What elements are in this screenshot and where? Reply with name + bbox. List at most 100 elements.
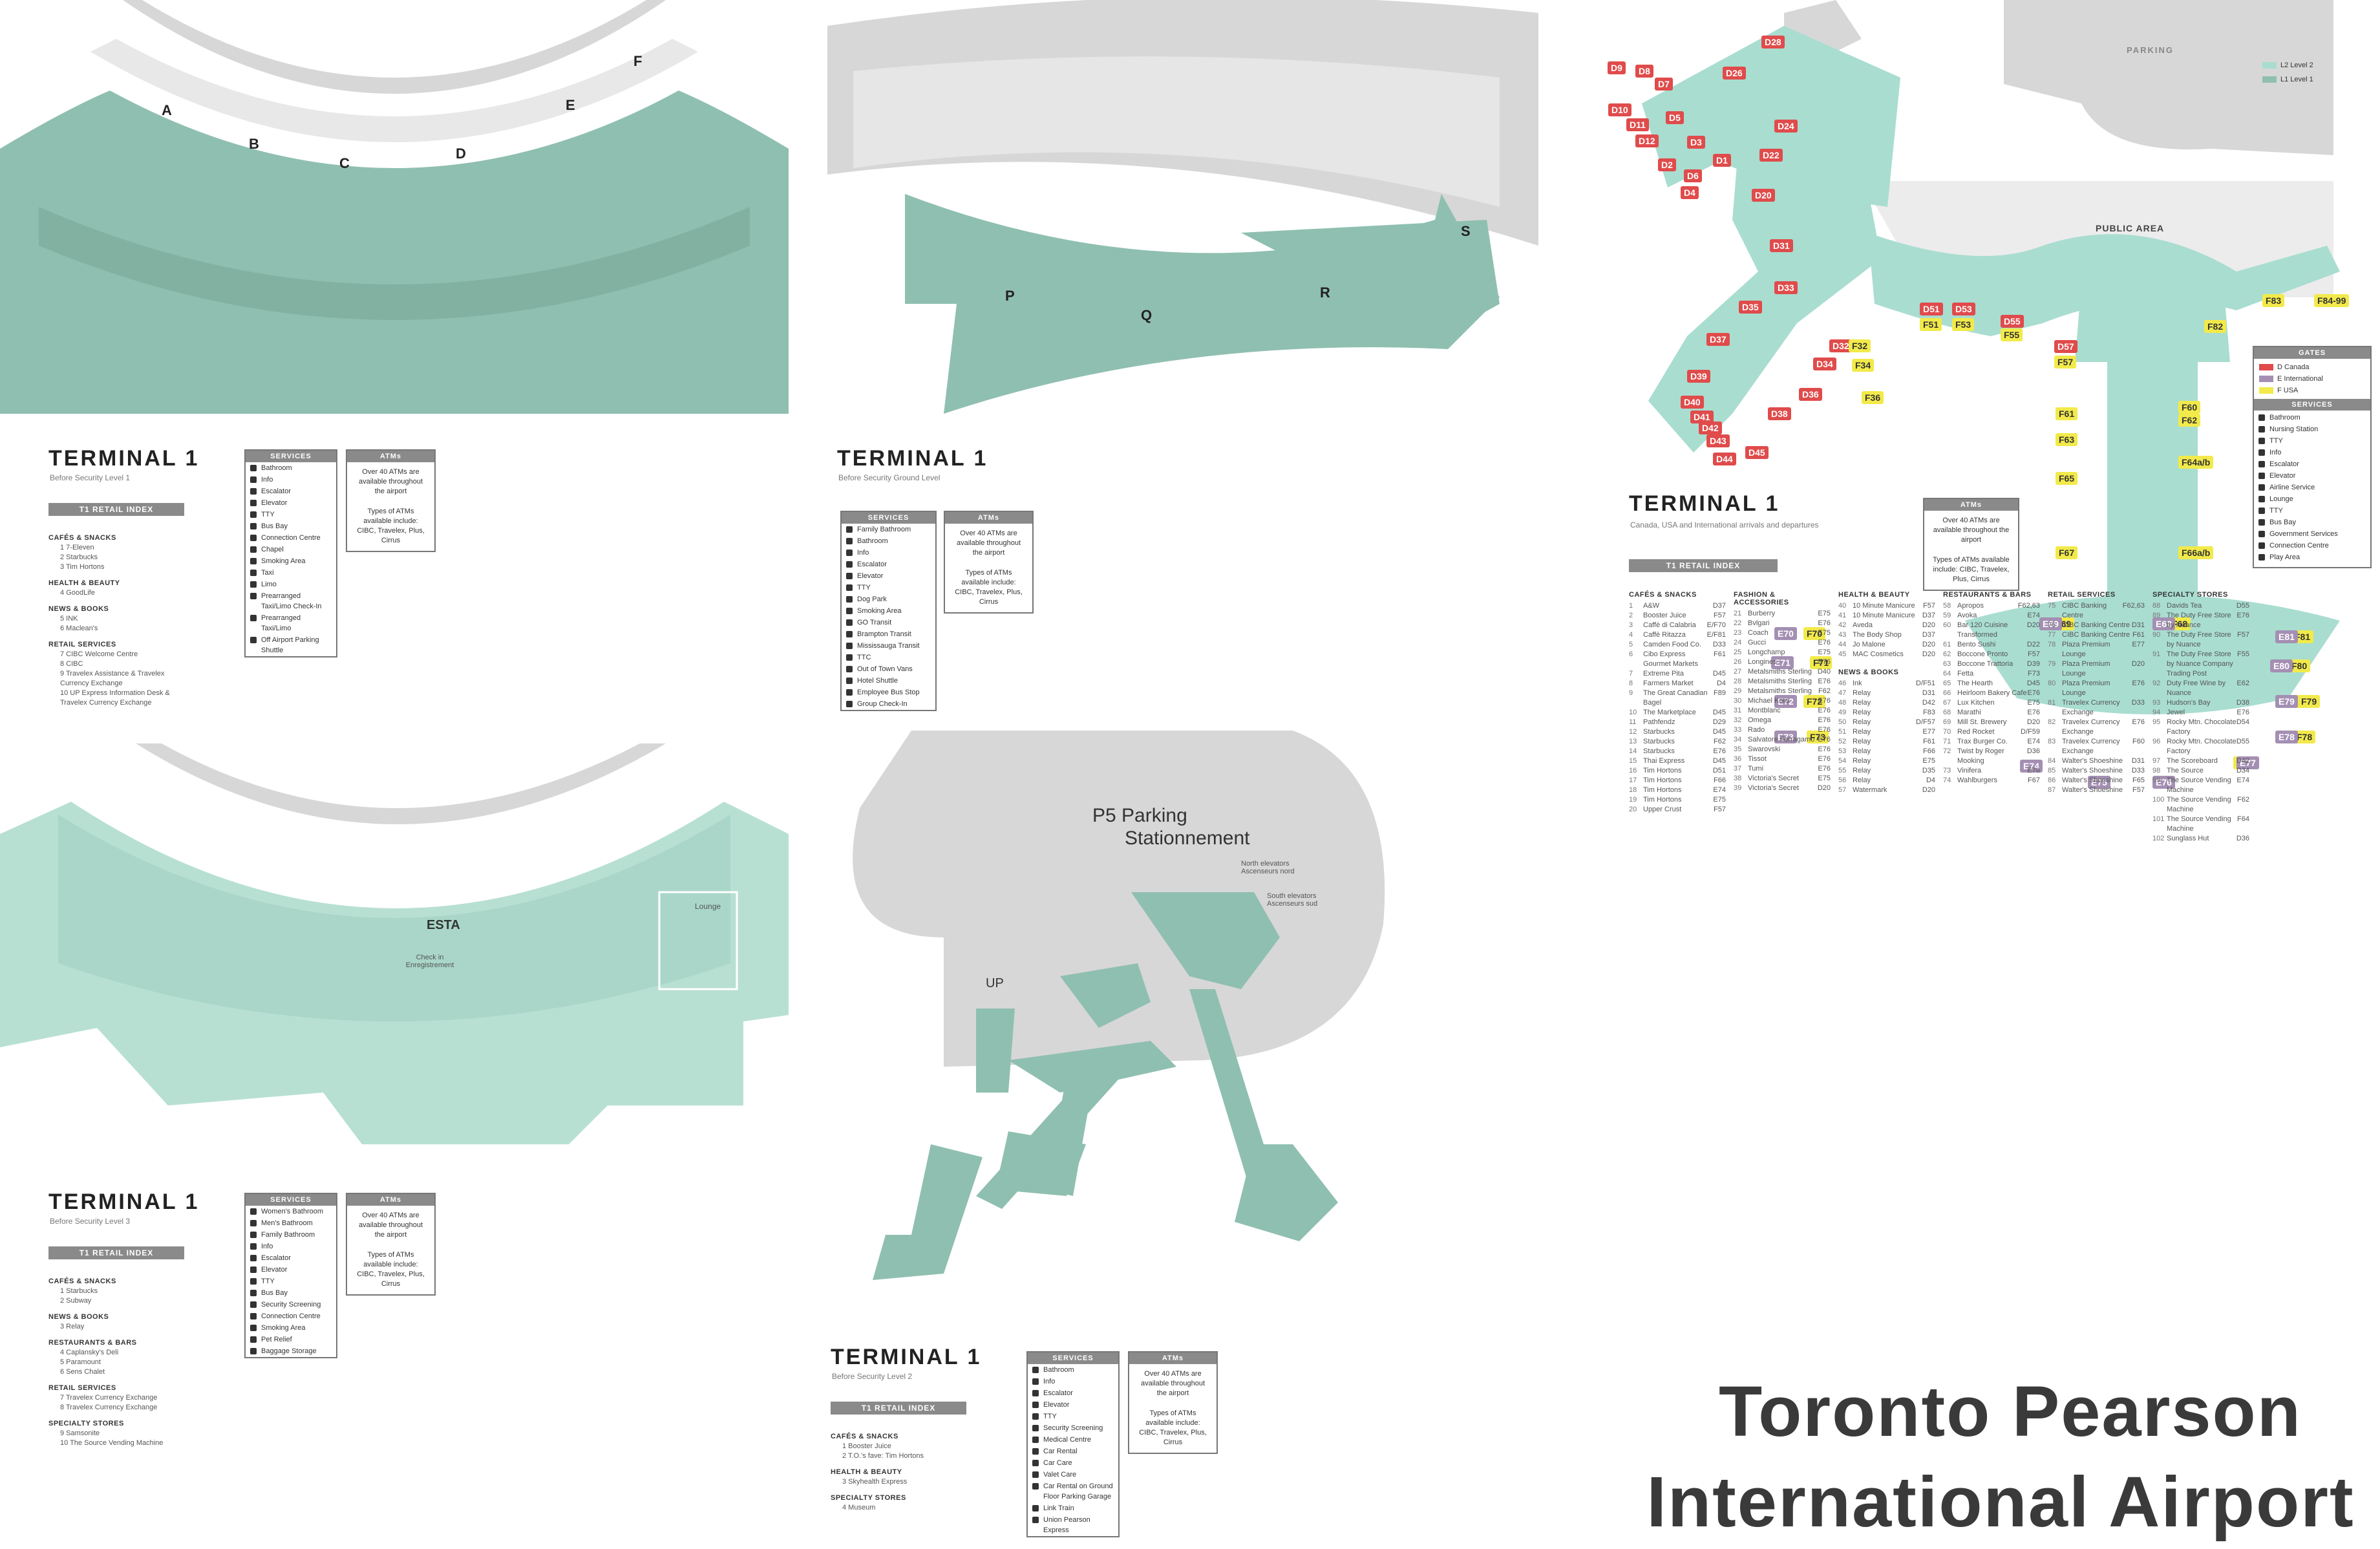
gate-label: D28 — [1761, 36, 1785, 48]
door-letter-r: R — [1320, 284, 1330, 301]
gate-label: D40 — [1681, 396, 1704, 409]
service-item: Security Screening — [1028, 1422, 1118, 1434]
parking-label-fr: Stationnement — [1125, 828, 1250, 849]
door-letter-d: D — [456, 145, 466, 162]
panel2-title: TERMINAL 1 — [837, 446, 988, 471]
index-item: 4 Museum — [842, 1504, 876, 1512]
gate-label: D11 — [1626, 118, 1649, 131]
service-item: Escalator — [1028, 1387, 1118, 1399]
service-item: Airline Service — [2254, 482, 2370, 493]
level3-map — [0, 743, 789, 1144]
gate-label: D6 — [1684, 169, 1702, 182]
service-item: Mississauga Transit — [842, 640, 935, 652]
atms-title: ATMs — [347, 1194, 434, 1206]
north-elevators-label: North elevators Ascenseurs nord — [1241, 860, 1295, 875]
panel-level2-before-security: P5 Parking Stationnement North elevators… — [789, 731, 1590, 1549]
atms-title: ATMs — [347, 451, 434, 462]
gate-label: D45 — [1745, 446, 1769, 459]
atms-types: Types of ATMs available include: CIBC, T… — [357, 507, 425, 544]
service-item: Out of Town Vans — [842, 663, 935, 675]
gate-label: D43 — [1706, 434, 1730, 447]
service-item: Bathroom — [842, 535, 935, 547]
gate-label: E68 — [2152, 617, 2175, 630]
service-item: Hotel Shuttle — [842, 675, 935, 687]
service-item: Women's Bathroom — [246, 1206, 336, 1217]
services-title: SERVICES — [246, 451, 336, 462]
retail-index-column: Retail Services75CIBC Banking CentreF62,… — [2048, 582, 2145, 844]
main-title-line1: Toronto Pearson — [1719, 1372, 2302, 1451]
service-item: Info — [246, 1241, 336, 1252]
index-item: 9 Travelex Assistance & Travelex Currenc… — [60, 670, 165, 687]
gate-label: F53 — [1952, 318, 1975, 331]
panel3-atms-box: ATMs Over 40 ATMs are available througho… — [346, 1193, 436, 1296]
service-item: Car Care — [1028, 1457, 1118, 1469]
gate-label: D24 — [1774, 120, 1798, 133]
lounge-label: Lounge — [695, 902, 721, 911]
panel2-services-box: SERVICES Family Bathroom Bathroom Info E… — [840, 511, 937, 711]
index-heading: Health & Beauty — [48, 579, 120, 587]
panel-level1-before-security: A B C D E F TERMINAL 1 Before Security L… — [0, 0, 789, 743]
gate-label: D1 — [1713, 154, 1731, 167]
index-heading: Cafés & Snacks — [48, 534, 116, 542]
service-item: Family Bathroom — [246, 1229, 336, 1241]
index-item: 3 Relay — [60, 1323, 85, 1330]
gate-label: F65 — [2056, 472, 2078, 485]
service-item: Elevator — [1028, 1399, 1118, 1411]
atms-types: Types of ATMs available include: CIBC, T… — [1933, 556, 2010, 583]
index-heading: Specialty Stores — [2152, 591, 2228, 599]
gate-label: F73 — [1807, 731, 1829, 743]
gate-label: E78 — [2275, 731, 2298, 743]
service-item: Bathroom — [246, 462, 336, 474]
gate-label: F55 — [2001, 328, 2023, 341]
index-item: 1 7-Eleven — [60, 544, 94, 551]
gate-label: F83 — [2262, 294, 2285, 307]
service-item: TTY — [842, 582, 935, 593]
gate-label: D33 — [1774, 281, 1798, 294]
service-item: TTY — [246, 1276, 336, 1287]
panel-gates-map: PUBLIC AREA PARKING L2 Level 2 L1 Level … — [1590, 0, 2380, 1549]
atms-types: Types of ATMs available include: CIBC, T… — [955, 569, 1023, 606]
service-item: TTC — [842, 652, 935, 663]
gate-label: E74 — [2020, 760, 2043, 773]
gate-label: F60 — [2178, 401, 2201, 414]
service-item: Smoking Area — [246, 555, 336, 567]
service-item: Connection Centre — [2254, 540, 2370, 551]
service-item: Baggage Storage — [246, 1345, 336, 1357]
panel3-index-title: T1 RETAIL INDEX — [48, 1246, 184, 1259]
index-heading: News & Books — [1838, 668, 1899, 676]
atms-text: Over 40 ATMs are available throughout th… — [358, 468, 423, 495]
door-letter-p: P — [1005, 288, 1015, 304]
gate-label: E76 — [2152, 776, 2175, 789]
gate-label: D26 — [1723, 67, 1746, 80]
gate-label: F84-99 — [2314, 294, 2350, 307]
